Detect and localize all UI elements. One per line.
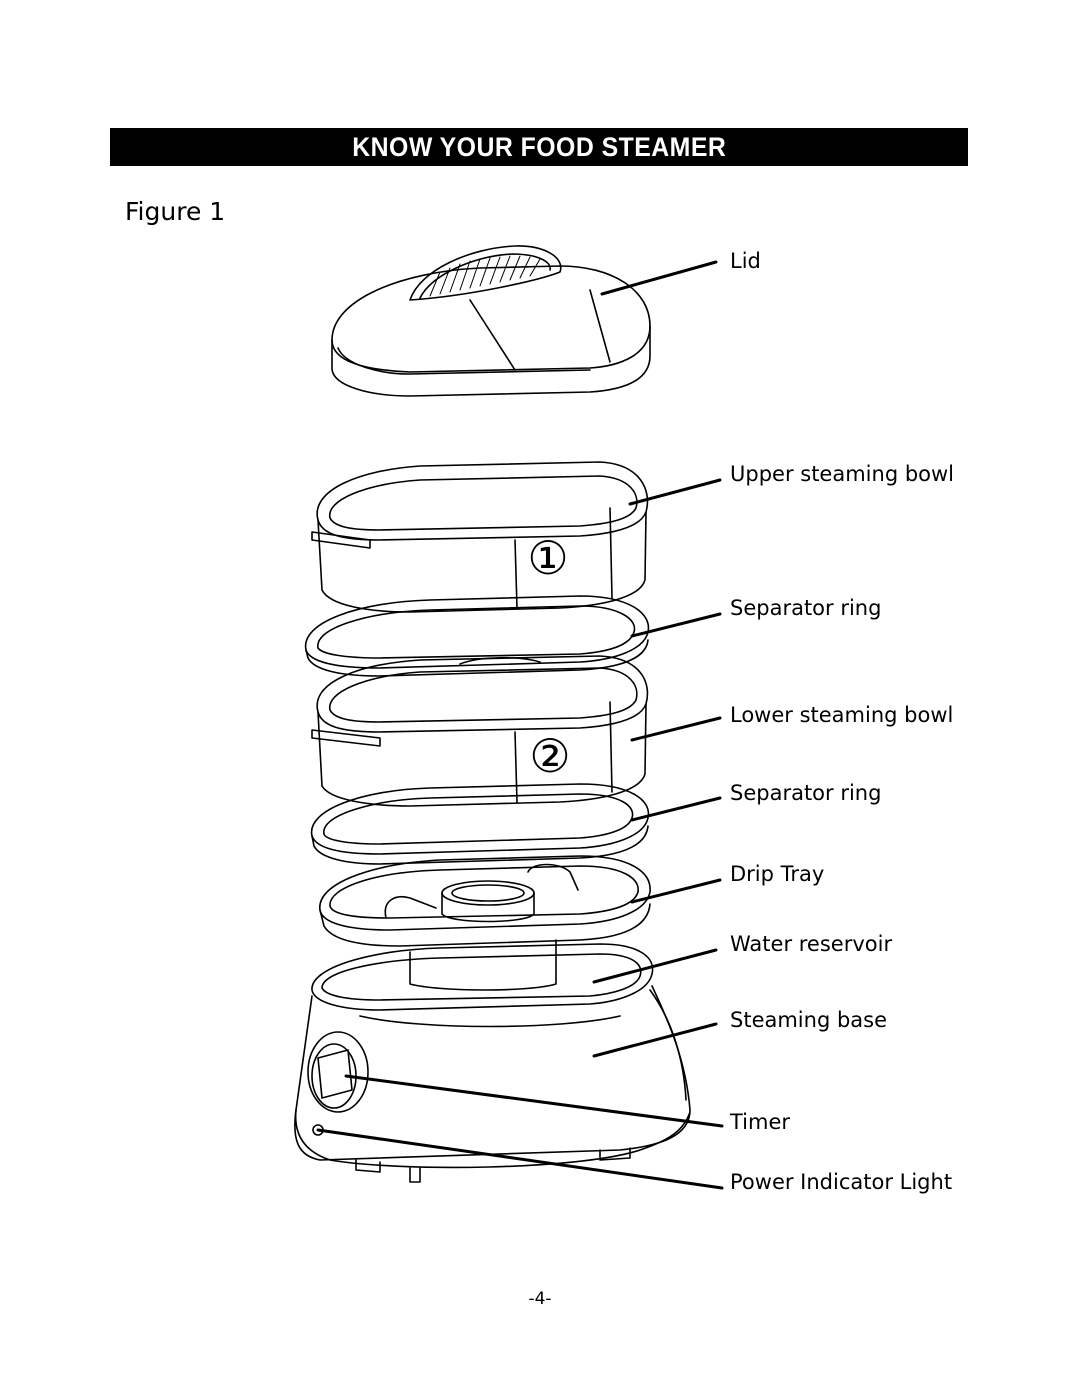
callout-separator-ring-2: Separator ring xyxy=(730,781,882,805)
callout-lid: Lid xyxy=(730,249,761,273)
callout-lower-steaming-bowl: Lower steaming bowl xyxy=(730,703,954,727)
page-number: -4- xyxy=(528,1289,552,1309)
upper-steaming-bowl-drawing xyxy=(311,461,649,613)
section-header-banner: KNOW YOUR FOOD STEAMER xyxy=(110,128,968,166)
bowl-number-1: ① xyxy=(527,531,568,585)
bowl-number-2: ② xyxy=(529,729,570,783)
lower-steaming-bowl-leader xyxy=(630,716,722,742)
timer-leader xyxy=(344,1074,724,1128)
figure-label: Figure 1 xyxy=(125,197,226,226)
callout-drip-tray: Drip Tray xyxy=(730,862,825,886)
steaming-base-leader xyxy=(592,1022,718,1058)
lid-handle-vents xyxy=(429,255,541,297)
lower-steaming-bowl-drawing xyxy=(311,655,649,807)
separator-ring-1-drawing xyxy=(304,595,650,677)
section-title: KNOW YOUR FOOD STEAMER xyxy=(351,131,726,162)
callout-leader-lines xyxy=(316,260,724,1190)
lid-drawing xyxy=(331,245,651,397)
callout-separator-ring-1: Separator ring xyxy=(730,596,882,620)
callout-timer: Timer xyxy=(730,1110,791,1134)
callout-steaming-base: Steaming base xyxy=(730,1008,888,1032)
separator-ring-1-leader xyxy=(630,612,722,638)
water-reservoir-leader xyxy=(592,948,718,984)
separator-ring-2-drawing xyxy=(310,783,650,865)
callout-water-reservoir: Water reservoir xyxy=(730,932,893,956)
upper-steaming-bowl-leader xyxy=(628,478,722,506)
drip-tray-drawing xyxy=(319,855,651,947)
separator-ring-2-leader xyxy=(630,796,722,822)
callout-upper-steaming-bowl: Upper steaming bowl xyxy=(730,462,955,486)
callout-power-indicator-light: Power Indicator Light xyxy=(730,1170,953,1194)
drip-tray-leader xyxy=(630,878,722,904)
power-indicator-light-leader xyxy=(316,1128,724,1190)
lid-leader xyxy=(600,260,718,296)
steaming-base-drawing xyxy=(294,939,691,1183)
